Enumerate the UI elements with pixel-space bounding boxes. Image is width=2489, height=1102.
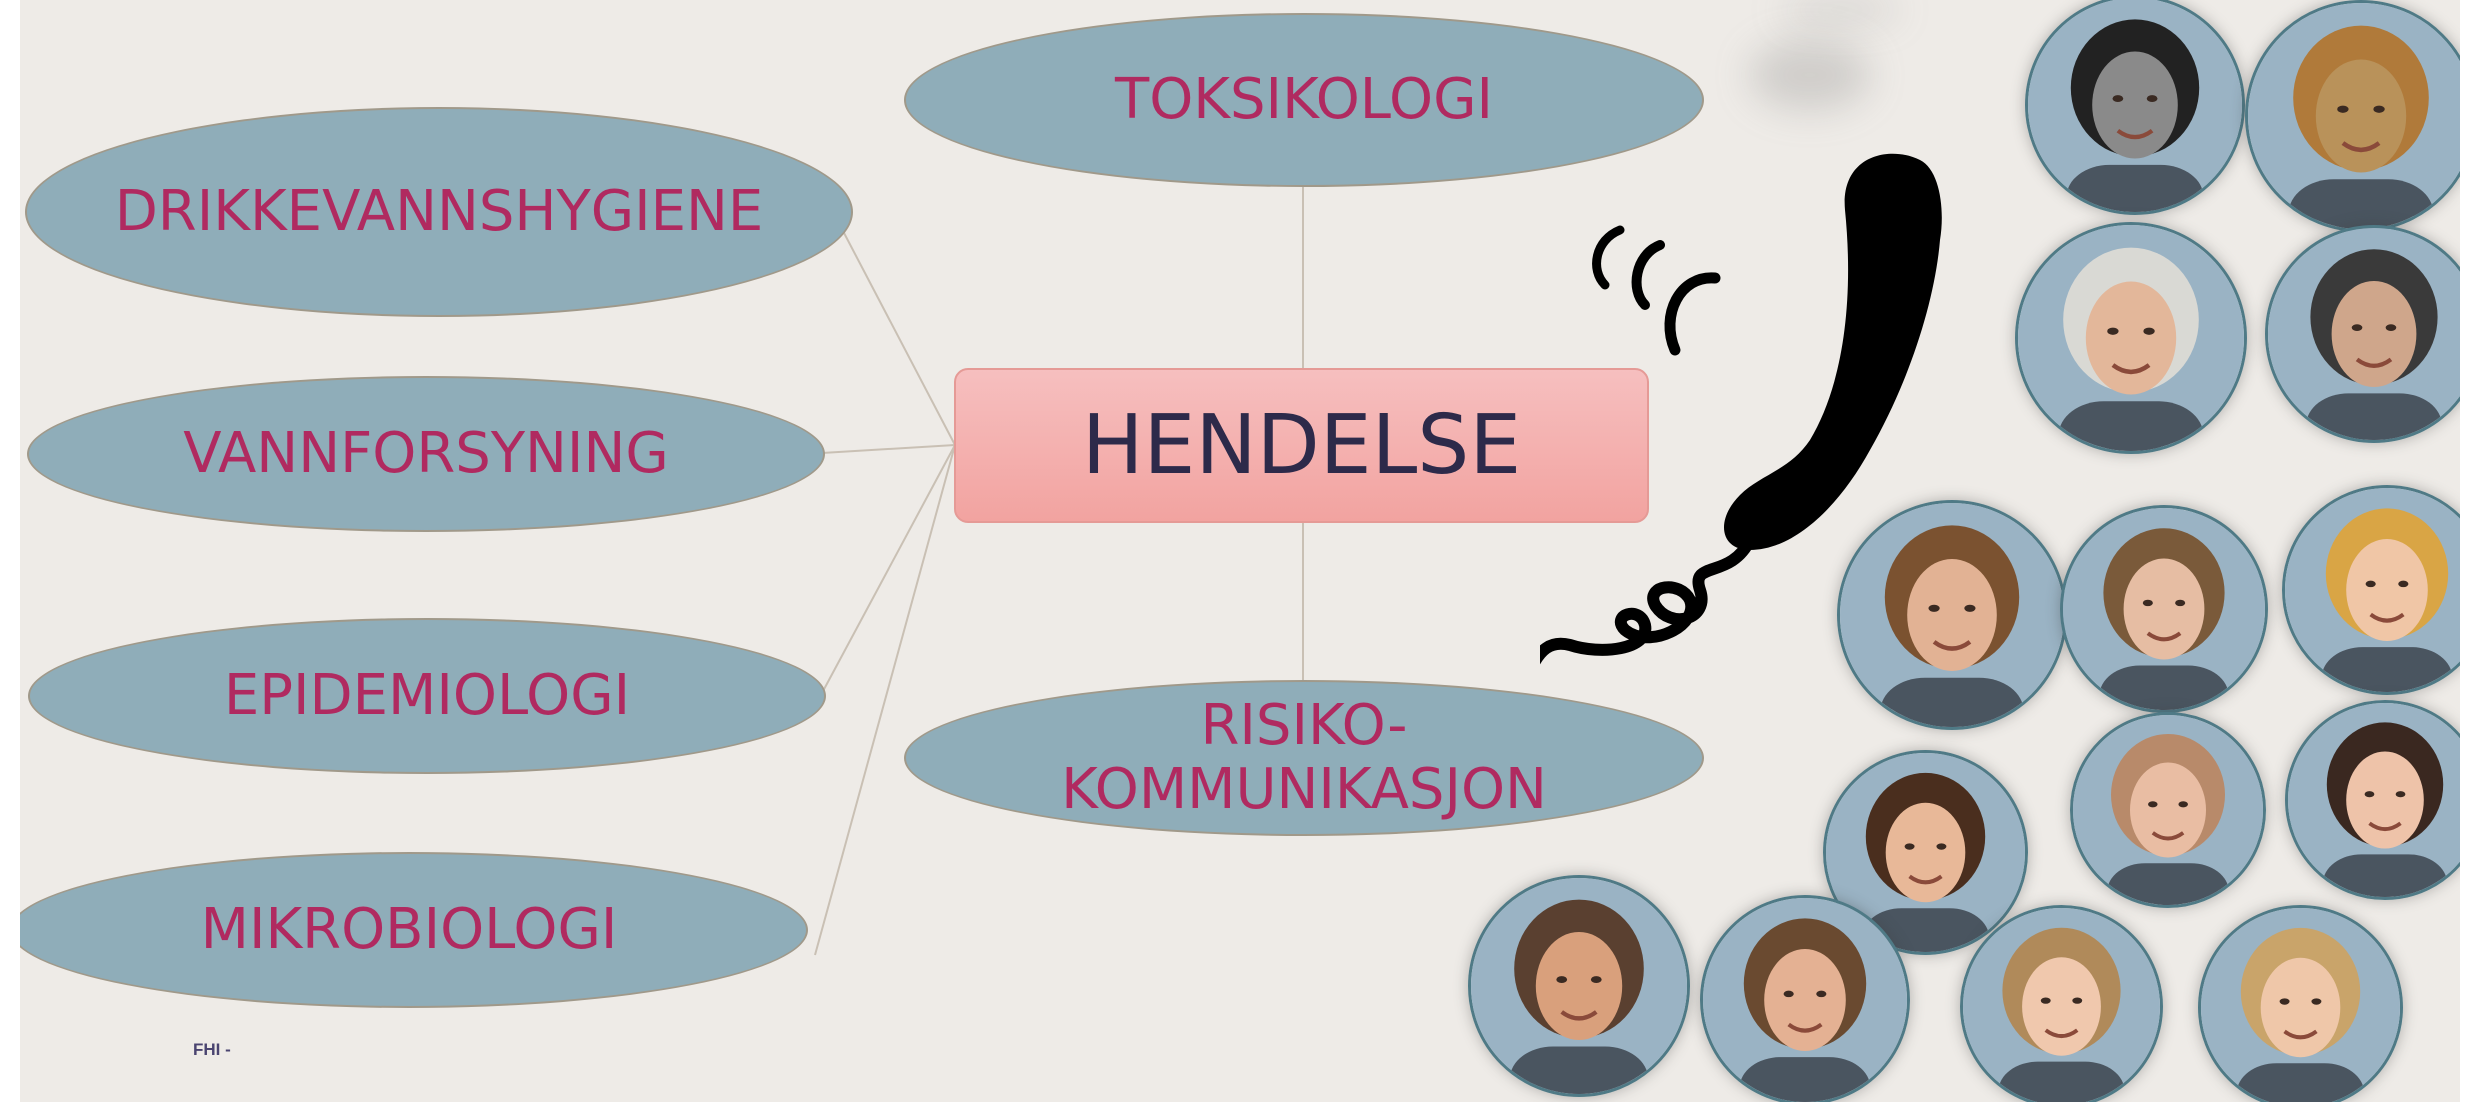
portrait-photo bbox=[2285, 700, 2460, 900]
connector-vannforsyning bbox=[821, 444, 956, 454]
portrait-photo bbox=[2245, 0, 2460, 232]
portrait-photo bbox=[2015, 222, 2247, 454]
portrait-photo bbox=[1468, 875, 1690, 1097]
portrait-photo bbox=[2282, 485, 2460, 695]
node-risikokommunikasjon: RISIKO- KOMMUNIKASJON bbox=[904, 680, 1704, 836]
shadow-blob bbox=[1780, 0, 1900, 20]
connector-lines bbox=[814, 186, 1304, 956]
footer-label: FHI - bbox=[193, 1040, 231, 1059]
node-drikkevannshygiene: DRIKKEVANNSHYGIENE bbox=[25, 107, 853, 317]
portrait-photo bbox=[2265, 225, 2460, 443]
portrait-photo bbox=[1700, 895, 1910, 1102]
portrait-photo bbox=[1837, 500, 2067, 730]
connector-epidemiologi bbox=[821, 444, 956, 694]
portrait-photo bbox=[2025, 0, 2245, 215]
node-vannforsyning: VANNFORSYNING bbox=[27, 376, 825, 532]
portrait-photo bbox=[2070, 712, 2266, 908]
portrait-photo bbox=[1960, 905, 2163, 1102]
center-hendelse: HENDELSE bbox=[954, 368, 1649, 523]
telephone-icon bbox=[1540, 153, 1942, 665]
connector-drikkevann bbox=[831, 209, 956, 446]
node-epidemiologi: EPIDEMIOLOGI bbox=[28, 618, 826, 774]
node-toksikologi: TOKSIKOLOGI bbox=[904, 13, 1704, 187]
shadow-blob bbox=[1750, 40, 1870, 110]
portrait-photo bbox=[2198, 905, 2403, 1102]
connector-mikrobiologi bbox=[814, 444, 956, 956]
node-mikrobiologi: MIKROBIOLOGI bbox=[20, 852, 808, 1008]
portrait-photo bbox=[2060, 505, 2268, 713]
slide: TOKSIKOLOGI DRIKKEVANNSHYGIENE VANNFORSY… bbox=[20, 0, 2460, 1102]
